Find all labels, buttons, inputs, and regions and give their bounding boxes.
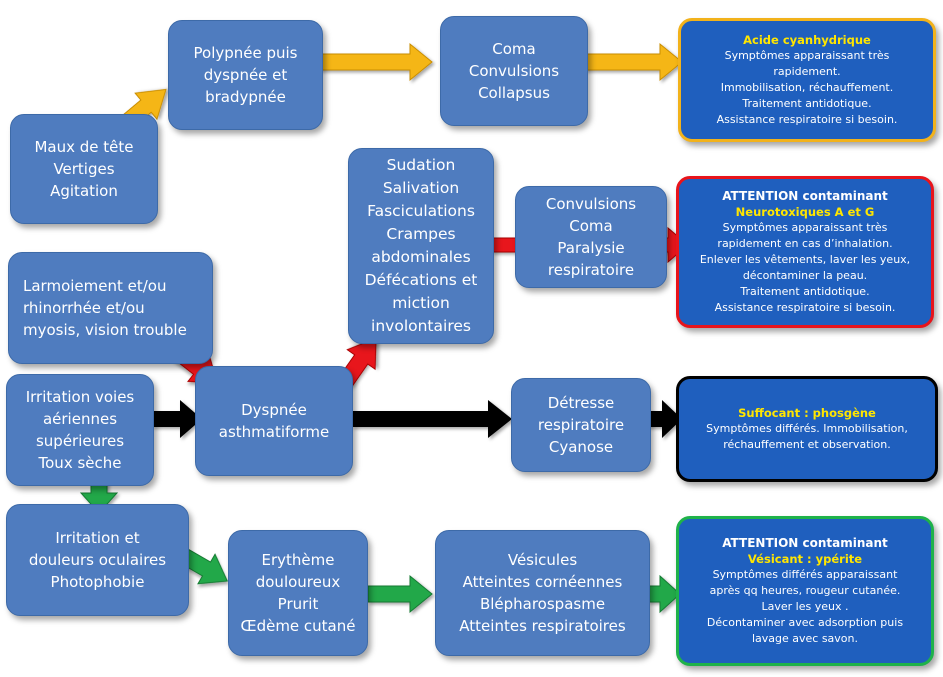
box-dyspnee-asthmatiforme: Dyspnée asthmatiforme (195, 366, 353, 476)
result-acide-cyanhydrique: Acide cyanhydrique Symptômes apparaissan… (678, 18, 936, 142)
box-line: Détresse (547, 394, 615, 412)
arrow-irritation-to-dyspnee (152, 400, 202, 438)
box-line: Sudation (386, 156, 456, 174)
box-line: Maux de tête (34, 138, 134, 156)
result-line: Assistance respiratoire si besoin. (714, 301, 896, 314)
box-line: myosis, vision trouble (23, 321, 187, 339)
result-subtitle: Suffocant : phosgène (738, 406, 876, 420)
box-maux-de-tete: Maux de tête Vertiges Agitation (10, 114, 158, 224)
box-line: Irritation et (55, 529, 140, 547)
box-line: supérieures (35, 432, 125, 450)
box-line: Photophobie (50, 573, 145, 591)
result-line: Traitement antidotique. (742, 97, 872, 110)
box-line: Œdème cutané (240, 617, 356, 635)
result-subtitle: Vésicant : ypérite (747, 552, 863, 566)
box-line: aériennes (42, 410, 118, 428)
result-line: Symptômes différés apparaissant (712, 568, 898, 581)
result-line: Symptômes apparaissant très (722, 221, 888, 234)
box-polypnee: Polypnée puis dyspnée et bradypnée (168, 20, 323, 130)
box-line: asthmatiforme (218, 423, 330, 441)
box-line: respiratoire (547, 261, 635, 279)
result-line: Laver les yeux . (761, 600, 849, 613)
box-line: Paralysie (557, 239, 625, 257)
box-line: miction (392, 294, 450, 312)
box-line: Collapsus (478, 84, 550, 102)
arrow-coma-to-acide (584, 42, 683, 82)
box-irritation-voies: Irritation voies aériennes supérieures T… (6, 374, 154, 486)
box-line: bradypnée (205, 88, 286, 106)
box-line: Salivation (382, 179, 460, 197)
result-line: rapidement en cas d’inhalation. (717, 237, 893, 250)
box-line: Vésicules (507, 551, 578, 569)
box-line: Cyanose (548, 438, 614, 456)
box-line: Coma (492, 40, 536, 58)
result-line: après qq heures, rougeur cutanée. (709, 584, 901, 597)
result-neurotoxiques: ATTENTION contaminant Neurotoxiques A et… (676, 176, 934, 328)
box-line: Vertiges (53, 160, 115, 178)
box-line: Dyspnée (241, 401, 307, 419)
box-line: Défécations et (364, 271, 478, 289)
result-line: Décontaminer avec adsorption puis (706, 616, 904, 629)
result-line: Assistance respiratoire si besoin. (716, 113, 898, 126)
box-line: Prurit (277, 595, 319, 613)
arrow-detresse-to-suffocant (648, 400, 682, 438)
box-line: Larmoiement et/ou (23, 277, 167, 295)
box-irritation-oculaire: Irritation et douleurs oculaires Photoph… (6, 504, 189, 616)
box-line: Erythème (261, 551, 335, 569)
box-line: Atteintes cornéennes (462, 573, 623, 591)
box-line: Toux sèche (38, 454, 122, 472)
result-line: lavage avec savon. (751, 632, 859, 645)
result-line: Traitement antidotique. (740, 285, 870, 298)
box-line: Irritation voies (25, 388, 135, 406)
box-sudation: Sudation Salivation Fasciculations Cramp… (348, 148, 494, 344)
box-line: Blépharospasme (479, 595, 606, 613)
box-line: involontaires (371, 317, 471, 335)
arrow-vesicules-to-vesicant (647, 574, 681, 614)
result-line: Symptômes apparaissant très (724, 49, 890, 62)
box-line: Atteintes respiratoires (459, 617, 626, 635)
result-line: rapidement. (773, 65, 841, 78)
result-line: décontaminer la peau. (742, 269, 868, 282)
arrow-polypnee-to-coma (319, 42, 433, 82)
result-heading: ATTENTION contaminant (722, 189, 888, 203)
box-line: dyspnée et (203, 66, 288, 84)
result-heading: ATTENTION contaminant (722, 536, 888, 550)
result-subtitle: Neurotoxiques A et G (735, 205, 875, 219)
result-line: réchauffement et observation. (723, 438, 891, 451)
box-line: Fasciculations (367, 202, 475, 220)
result-line: Symptômes différés. Immobilisation, (706, 422, 908, 435)
box-vesicules: Vésicules Atteintes cornéennes Blépharos… (435, 530, 650, 656)
result-suffocant: Suffocant : phosgène Symptômes différés.… (676, 376, 938, 482)
result-line: Immobilisation, réchauffement. (720, 81, 894, 94)
box-erytheme: Erythème douloureux Prurit Œdème cutané (228, 530, 368, 656)
box-line: Crampes (386, 225, 456, 243)
box-convulsions-paralysie: Convulsions Coma Paralysie respiratoire (515, 186, 667, 288)
arrow-dyspnee-to-detresse (352, 400, 512, 438)
box-line: respiratoire (537, 416, 625, 434)
box-line: rhinorrhée et/ou (23, 299, 145, 317)
box-line: douleurs oculaires (28, 551, 167, 569)
box-line: Polypnée puis (193, 44, 298, 62)
box-line: Convulsions (468, 62, 560, 80)
result-vesicant: ATTENTION contaminant Vésicant : ypérite… (676, 516, 934, 666)
arrow-erytheme-to-vesicules (367, 574, 433, 614)
result-subtitle: Acide cyanhydrique (743, 33, 871, 47)
box-line: douloureux (255, 573, 341, 591)
box-coma-convulsions-collapsus: Coma Convulsions Collapsus (440, 16, 588, 126)
result-line: Enlever les vêtements, laver les yeux, (699, 253, 911, 266)
box-line: Coma (569, 217, 613, 235)
box-detresse-respiratoire: Détresse respiratoire Cyanose (511, 378, 651, 472)
box-line: Convulsions (545, 195, 637, 213)
box-line: Agitation (50, 182, 118, 200)
box-larmoiement: Larmoiement et/ou rhinorrhée et/ou myosi… (8, 252, 213, 364)
box-line: abdominales (371, 248, 471, 266)
